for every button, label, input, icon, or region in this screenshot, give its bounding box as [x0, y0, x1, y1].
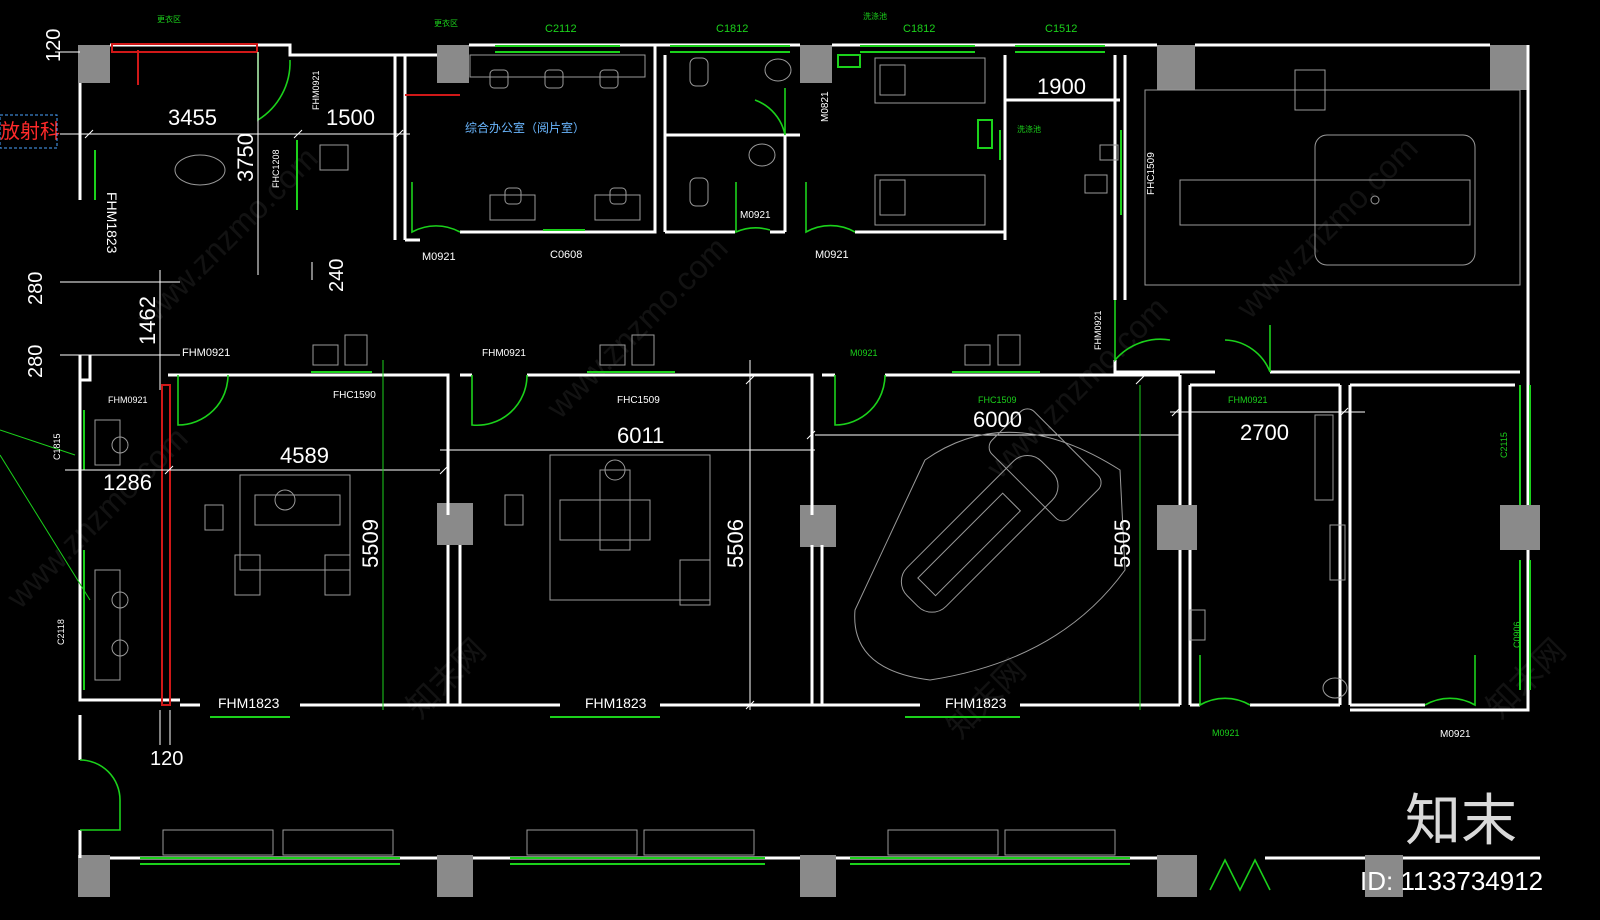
dim-2700: 2700	[1240, 420, 1289, 445]
column	[437, 855, 473, 897]
label-c0608: C0608	[550, 249, 582, 261]
dim-6000: 6000	[973, 407, 1022, 432]
column	[437, 45, 469, 83]
dim-120-top: 120	[43, 29, 65, 62]
column	[1157, 855, 1197, 897]
leaders	[0, 429, 91, 601]
column	[437, 503, 473, 545]
dim-5506: 5506	[723, 519, 748, 568]
red-walls	[111, 43, 460, 706]
column	[800, 505, 836, 547]
label-fhc1509-1: FHC1509	[617, 395, 660, 406]
red-wall-top	[111, 43, 258, 53]
watermark-4: www.znzmo.com	[1229, 130, 1425, 326]
label-c0906: C0906	[1512, 621, 1522, 648]
label-m0921-f: M0921	[1440, 729, 1471, 740]
dept-label: 放射科	[0, 119, 60, 143]
label-tiny-1: 更衣区	[157, 14, 181, 24]
column	[1157, 45, 1195, 90]
dim-5505: 5505	[1110, 519, 1135, 568]
label-fhm0921-2: FHM0921	[108, 395, 148, 405]
label-m0921-e: M0921	[1212, 728, 1240, 738]
label-fhm0921-v: FHM0921	[311, 70, 321, 110]
label-c2112: C2112	[545, 23, 577, 35]
label-m0921-a: M0921	[422, 251, 456, 263]
column	[800, 45, 832, 83]
watermark-6: 知末网	[399, 632, 492, 725]
label-m0921-c: M0921	[815, 249, 849, 261]
dim-3750: 3750	[233, 133, 258, 182]
red-wall-vertical	[161, 384, 171, 706]
label-fhm1823-1: FHM1823	[218, 695, 280, 711]
label-fhc1509-g: FHC1509	[978, 395, 1017, 405]
brand-logo: 知末	[1405, 789, 1517, 854]
dim-280-a: 280	[25, 272, 47, 305]
label-fhm1823-v: FHM1823	[104, 192, 120, 254]
doors	[79, 52, 1476, 892]
label-tiny-2: 更衣区	[434, 18, 458, 28]
columns	[78, 45, 1540, 897]
label-c1512: C1512	[1045, 23, 1077, 35]
label-fhm0921-3: FHM0921	[482, 348, 526, 359]
column	[1365, 855, 1403, 897]
column	[78, 855, 110, 897]
column	[1490, 45, 1528, 90]
label-fhm1823-3: FHM1823	[945, 695, 1007, 711]
dim-4589: 4589	[280, 443, 329, 468]
dim-5509: 5509	[358, 519, 383, 568]
dim-1462: 1462	[135, 296, 160, 345]
label-m0821: M0821	[820, 91, 831, 122]
label-fhc1509-v: FHC1509	[1146, 152, 1157, 195]
branding: 知末 ID: 1133734912	[1360, 789, 1543, 896]
column	[1500, 505, 1540, 550]
dim-1286: 1286	[103, 470, 152, 495]
column	[78, 45, 110, 83]
label-fhm0921-1: FHM0921	[182, 347, 230, 359]
dimension-lines	[55, 51, 1365, 745]
dim-1500: 1500	[326, 105, 375, 130]
label-tiny-3: 洗涤池	[863, 11, 887, 21]
watermark-3: www.znzmo.com	[979, 290, 1175, 486]
office-label: 综合办公室（阅片室）	[465, 120, 585, 135]
label-fhm0921-g: FHM0921	[1228, 395, 1268, 405]
label-c1815: C1815	[52, 433, 62, 460]
label-fhm1823-2: FHM1823	[585, 695, 647, 711]
label-tiny-4: 洗涤池	[1017, 124, 1041, 134]
label-c2118: C2118	[56, 619, 66, 645]
label-c2115: C2115	[1499, 432, 1509, 458]
dim-120-bottom: 120	[150, 748, 183, 770]
label-fhm0921-v2: FHM0921	[1093, 310, 1103, 350]
dim-1900: 1900	[1037, 74, 1086, 99]
furniture	[94, 54, 1521, 856]
labels: 放射科 综合办公室（阅片室） C2112 C1812 C1812 C1512 M…	[0, 11, 1522, 740]
dim-3455: 3455	[168, 105, 217, 130]
label-c1812-a: C1812	[716, 23, 748, 35]
label-fhc1208: FHC1208	[271, 149, 281, 188]
label-fhc1590: FHC1590	[333, 390, 376, 401]
dim-240: 240	[326, 259, 348, 292]
dim-6011: 6011	[617, 423, 664, 448]
column	[800, 855, 836, 897]
label-m0921-d: M0921	[850, 348, 878, 358]
brand-id: ID: 1133734912	[1360, 866, 1543, 896]
column	[1157, 505, 1197, 550]
label-m0921-b: M0921	[740, 210, 771, 221]
label-c1812-b: C1812	[903, 23, 935, 35]
watermark-5: www.znzmo.com	[0, 420, 195, 616]
dimension-texts: 120 3455 1500 3750 240 1900 280 280 1462…	[25, 29, 1289, 770]
dim-280-b: 280	[25, 345, 47, 378]
windows	[83, 45, 1531, 865]
